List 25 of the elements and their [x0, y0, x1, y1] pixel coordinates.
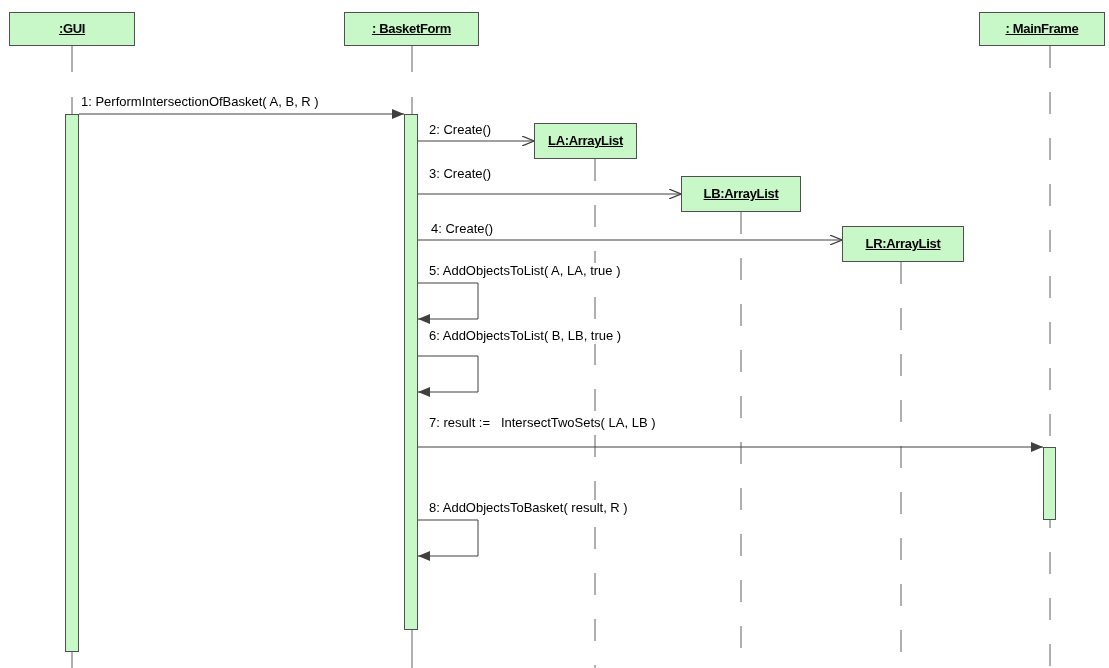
- object-box: :GUI: [9, 12, 135, 46]
- message-arrow: [417, 355, 479, 397]
- object-box: LB:ArrayList: [681, 176, 801, 212]
- message-arrow: [78, 109, 405, 119]
- activation-bar: [1043, 447, 1056, 520]
- edge-label: 3: Create(): [428, 166, 493, 182]
- message-arrow: [417, 442, 1044, 452]
- object-box: : MainFrame: [979, 12, 1105, 46]
- activation-bar: [65, 114, 79, 652]
- activation-bar: [404, 114, 418, 630]
- edge-label: 2: Create(): [428, 122, 493, 138]
- edge-label: 7: result := IntersectTwoSets( LA, LB ): [428, 415, 657, 431]
- edge-label: 5: AddObjectsToList( A, LA, true ): [428, 263, 622, 279]
- message-arrow: [417, 234, 843, 246]
- message-arrow: [417, 519, 479, 561]
- message-arrow: [417, 135, 535, 147]
- object-box: : BasketForm: [344, 12, 479, 46]
- message-arrow: [417, 282, 479, 324]
- edge-label: 1: PerformIntersectionOfBasket( A, B, R ): [80, 94, 320, 110]
- object-box: LA:ArrayList: [534, 123, 637, 159]
- object-box: LR:ArrayList: [842, 226, 964, 262]
- edge-label: 4: Create(): [430, 221, 495, 237]
- edge-label: 6: AddObjectsToList( B, LB, true ): [428, 328, 623, 344]
- message-arrow: [417, 188, 682, 200]
- edge-label: 8: AddObjectsToBasket( result, R ): [428, 500, 629, 516]
